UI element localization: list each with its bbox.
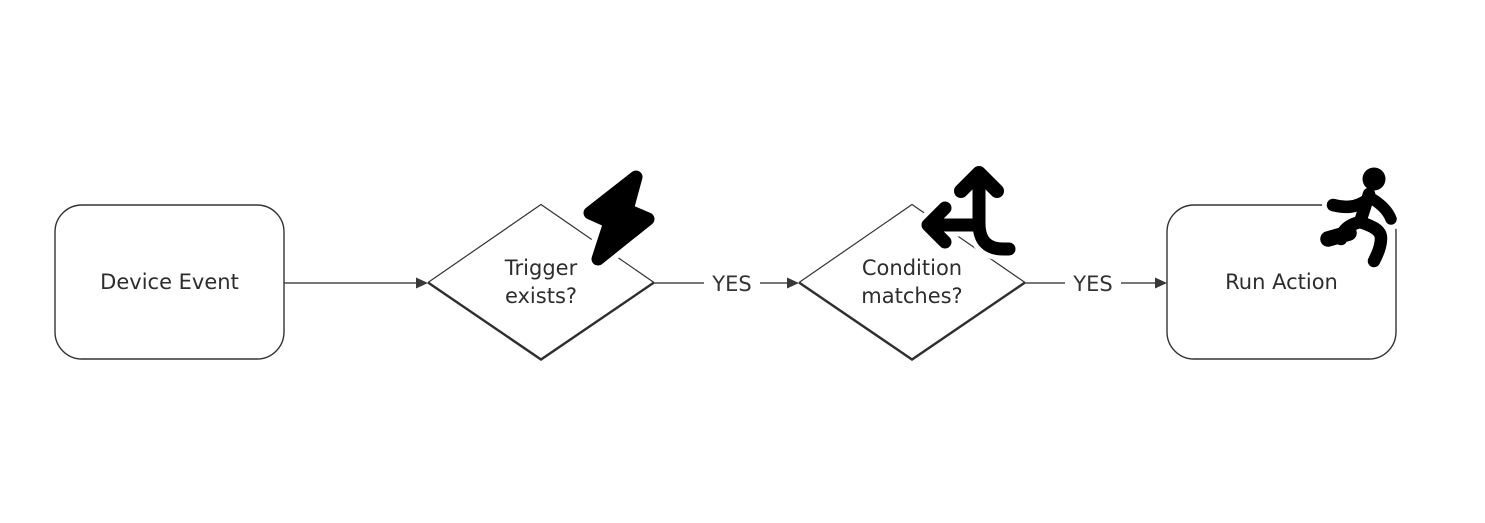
condition-matches-label: Condition matches? (861, 255, 963, 308)
split-arrows-up-left-icon (916, 161, 1021, 261)
device-event-label: Device Event (100, 270, 239, 294)
condition-matches-node-bottom-edges (798, 281, 1026, 361)
lightning-icon-glyph (583, 170, 655, 266)
arrowhead-trigger-to-condition (787, 277, 799, 289)
lightning-icon (578, 165, 660, 271)
trigger-exists-node-bottom-edges (427, 281, 655, 361)
edge-label-yes-2: YES (1073, 272, 1113, 296)
arrowhead-device-to-trigger (416, 277, 428, 289)
edge-label-yes-1: YES (712, 272, 752, 296)
runner-icon-glyph (1320, 167, 1397, 268)
arrowhead-condition-to-action (1155, 277, 1167, 289)
split-arrows-glyph (921, 166, 1016, 256)
run-action-node (1166, 204, 1397, 360)
device-event-node (54, 204, 285, 360)
trigger-exists-label: Trigger exists? (504, 255, 578, 308)
runner-icon (1315, 162, 1402, 272)
run-action-label: Run Action (1225, 270, 1338, 294)
device-event-node-fill (55, 205, 284, 359)
